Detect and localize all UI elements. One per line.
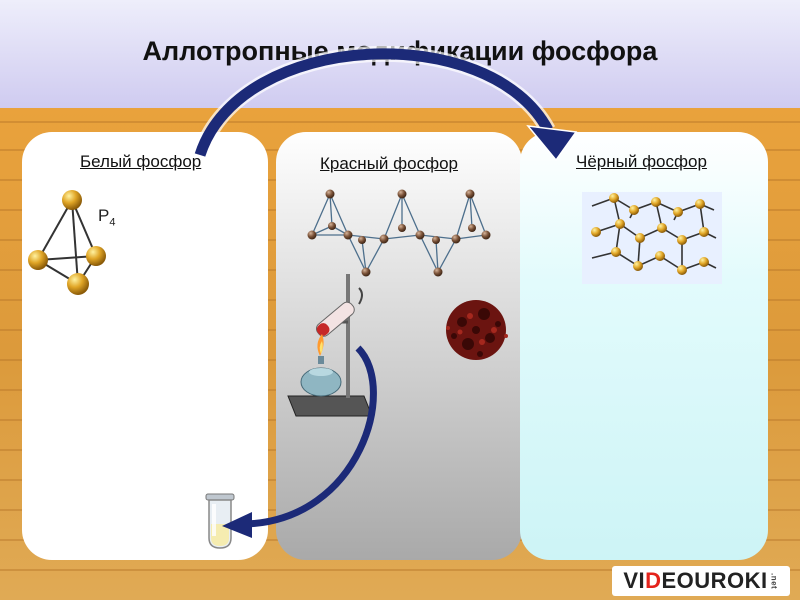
test-tube-icon [205,493,235,549]
atom [398,224,406,232]
atom [465,189,475,199]
red-phosphorus-chain-diagram [307,189,491,277]
lab-stand-burner-icon [287,274,373,417]
atom [325,189,335,199]
p4-tetrahedron-diagram [28,190,106,295]
atom [361,267,371,277]
atom [62,190,82,210]
atom [468,224,476,232]
black-phosphorus-title: Чёрный фосфор [576,152,707,171]
atom [358,236,366,244]
atom [86,246,106,266]
atom [397,189,407,199]
atom [415,230,425,240]
atom [481,230,491,240]
white-phosphorus-panel: Белый фосфор P4 [22,132,268,560]
atom [433,267,443,277]
white-phosphorus-title: Белый фосфор [80,152,202,171]
atom [28,250,48,270]
atom [328,222,336,230]
atom [67,273,89,295]
slide-title: Аллотропные модификации фосфора [142,36,658,66]
atom [343,230,353,240]
atom [451,234,461,244]
p4-formula: P4 [98,206,116,229]
red-phosphorus-title: Красный фосфор [320,154,458,173]
red-phosphorus-powder-image [446,300,508,360]
atom [432,236,440,244]
red-phosphorus-panel: Красный фосфор [276,132,522,560]
black-phosphorus-panel: Чёрный фосфор [520,132,768,560]
black-phosphorus-layer-diagram [582,192,722,284]
atom [379,234,389,244]
atom [307,230,317,240]
